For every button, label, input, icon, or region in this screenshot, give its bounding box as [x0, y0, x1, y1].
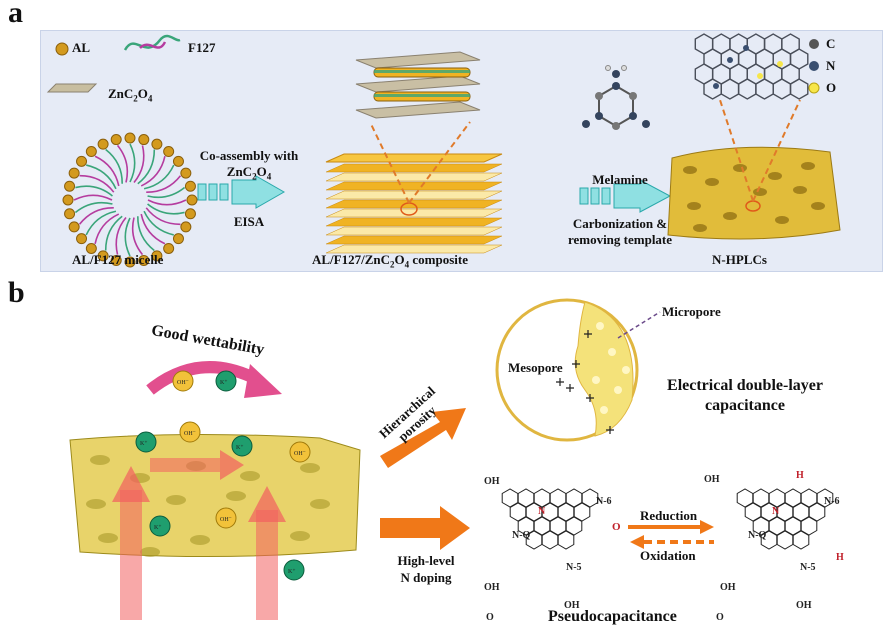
- label-n5-left: N-5: [566, 562, 582, 573]
- label-n5-right: N-5: [800, 562, 816, 573]
- redox-arrows: [628, 520, 714, 549]
- n-doped-structure-right: [736, 488, 834, 550]
- hydroxide-ion-3: [289, 441, 311, 463]
- pseudocapacitance-label: Pseudocapacitance: [548, 608, 677, 625]
- ion-label: K⁺: [288, 569, 296, 575]
- f127-chain-legend: [123, 34, 181, 51]
- arrow2-line2: removing template: [567, 232, 673, 247]
- micelle-label: AL/F127 micelle: [72, 252, 164, 267]
- label-oh-right-mid: OH: [796, 600, 812, 611]
- label-n-left: N: [538, 506, 546, 517]
- nitrogen-atom-legend: [809, 61, 819, 71]
- atom-legend-n: N: [826, 58, 836, 73]
- ion-label: OH⁻: [177, 380, 189, 386]
- ion-label: OH⁻: [184, 431, 196, 437]
- f127-legend-label: F127: [188, 40, 216, 55]
- mesopore-diagram: [495, 298, 661, 442]
- label-n6-left: N-6: [596, 496, 612, 507]
- label-nq-left: N-Q: [512, 530, 531, 541]
- arrow2-line1: Carbonization &: [572, 216, 668, 231]
- ion-label: OH⁻: [294, 451, 306, 457]
- micropore-label: Micropore: [662, 304, 721, 319]
- arrow-eisa: [197, 175, 286, 209]
- arrow1-line1: Co-assembly with: [199, 148, 299, 163]
- label-oh-left-bottom: OH: [484, 582, 500, 593]
- panel-a-letter: a: [8, 0, 23, 29]
- melamine-molecule: [582, 65, 650, 130]
- product-label: N-HPLCs: [712, 252, 767, 267]
- hydroxide-ion-1: [172, 370, 194, 392]
- arrow1-line2: ZnC2O4: [226, 164, 272, 182]
- potassium-ion-4: [149, 515, 171, 537]
- porosity-arrow: [380, 408, 466, 468]
- label-oh-left-mid: OH: [564, 600, 580, 611]
- hydroxide-ion-2: [179, 421, 201, 443]
- ion-label: K⁺: [140, 441, 148, 447]
- label-n-right: N: [772, 506, 780, 517]
- carbon-atom-legend: [809, 39, 819, 49]
- hydroxide-ion-4: [215, 507, 237, 529]
- potassium-ion-2: [135, 431, 157, 453]
- porous-carbon-slab: [69, 433, 361, 620]
- doping-arrow: [380, 506, 470, 550]
- label-oh-right-bottom: OH: [720, 582, 736, 593]
- label-nq-right: N-Q: [748, 530, 767, 541]
- arrow-carbonization: [579, 179, 672, 213]
- ion-label: OH⁻: [220, 517, 232, 523]
- al-sphere-legend: [55, 42, 69, 56]
- label-n6-right: N-6: [824, 496, 840, 507]
- arrow1-method: EISA: [233, 214, 265, 229]
- label-o-carbonyl: O: [612, 521, 621, 533]
- nhplc-block: [667, 99, 841, 240]
- ion-label: K⁺: [154, 525, 162, 531]
- potassium-ion-1: [215, 370, 237, 392]
- reduction-label: Reduction: [640, 508, 698, 523]
- label-o-right-acid: O: [716, 612, 724, 623]
- potassium-ion-3: [231, 435, 253, 457]
- mesopore-label: Mesopore: [508, 360, 563, 375]
- composite-block: [325, 121, 503, 254]
- panel-a-graphics: [46, 33, 841, 268]
- ion-label: K⁺: [220, 380, 228, 386]
- al-legend-label: AL: [72, 40, 91, 55]
- atom-legend-c: C: [826, 36, 836, 51]
- oxidation-label: Oxidation: [640, 548, 696, 563]
- ion-label: K⁺: [236, 445, 244, 451]
- arrow2-reagent: Melamine: [592, 172, 648, 187]
- panel-b-letter: b: [8, 276, 25, 309]
- label-h-n6: H: [796, 470, 804, 481]
- graphene-lattice: [694, 33, 809, 100]
- potassium-ion-5: [283, 559, 305, 581]
- atom-legend-o: O: [826, 80, 837, 95]
- label-o-left-acid: O: [486, 612, 494, 623]
- n-doped-structure-left: [501, 488, 599, 550]
- label-h-n5: H: [836, 552, 844, 563]
- znc2o4-sheet-legend: [46, 83, 98, 93]
- sheet-rod-stack: [355, 51, 481, 119]
- composite-label: AL/F127/ZnC2O4 composite: [312, 252, 468, 270]
- wettability-arrow: [146, 361, 261, 395]
- micelle-graphic: [62, 132, 198, 268]
- znc2o4-legend-label: ZnC2O4: [108, 86, 153, 104]
- label-oh-right-top: OH: [704, 474, 720, 485]
- label-oh-left-top: OH: [484, 476, 500, 487]
- oxygen-atom-legend: [808, 82, 820, 94]
